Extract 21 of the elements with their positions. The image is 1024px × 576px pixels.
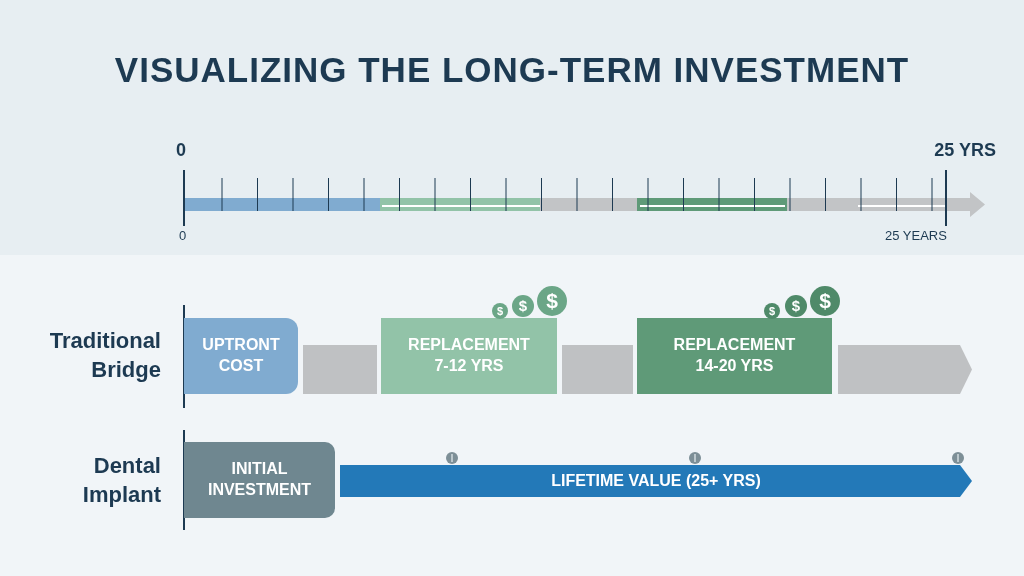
title: VISUALIZING THE LONG-TERM INVESTMENT <box>113 50 911 90</box>
timeline-segment: UPTRONT COST <box>184 318 298 394</box>
spacer-bar <box>838 345 972 394</box>
row-label: Dental Implant <box>81 452 161 509</box>
spacer-bar <box>562 345 633 394</box>
row-label: Traditional Bridge <box>48 327 161 384</box>
dollar-coin: $ <box>764 303 780 319</box>
timeline-segment: INITIAL INVESTMENT <box>184 442 335 518</box>
axis-label: 0 <box>179 228 187 243</box>
dollar-coin: $ <box>537 286 567 316</box>
axis-label: 0 <box>176 140 186 161</box>
spacer-bar <box>303 345 377 394</box>
timeline-segment: REPLACEMENT 14-20 YRS <box>637 318 832 394</box>
dollar-coin: $ <box>512 295 534 317</box>
timeline-segment: REPLACEMENT 7-12 YRS <box>381 318 557 394</box>
dollar-coin: $ <box>810 286 840 316</box>
dollar-coin: $ <box>492 303 508 319</box>
axis-label: 25 YRS <box>933 140 996 161</box>
dollar-coin: $ <box>785 295 807 317</box>
axis-label: 25 YEARS <box>885 228 947 243</box>
timeline-segment: LIFETIME VALUE (25+ YRS) <box>340 465 972 497</box>
